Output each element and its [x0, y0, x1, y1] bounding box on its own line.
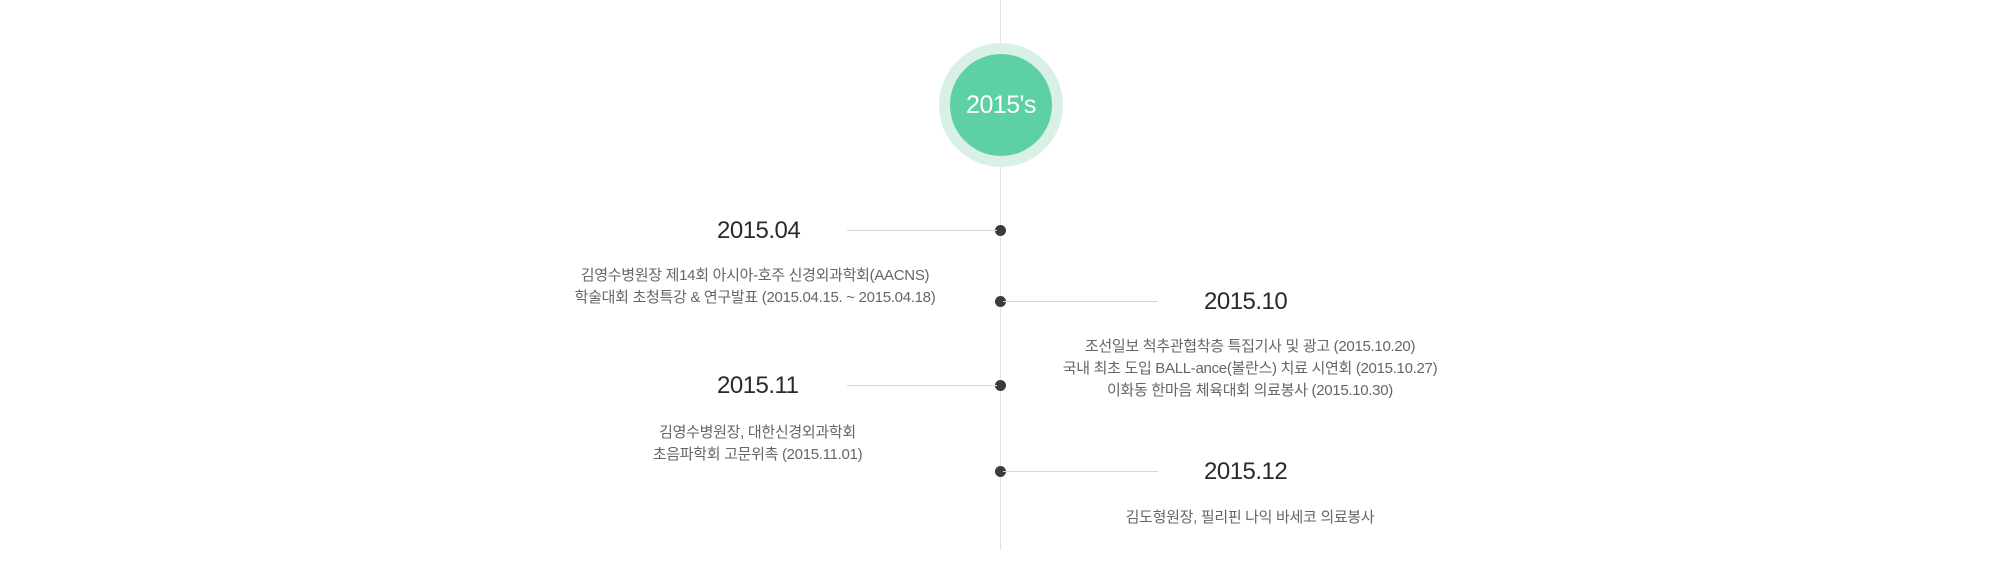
timeline-connector-2015-11 — [847, 385, 997, 386]
timeline-dot-2015-12 — [995, 466, 1006, 477]
event-desc-line: 이화동 한마음 체육대회 의료봉사 (2015.10.30) — [1107, 382, 1393, 399]
timeline-connector-2015-12 — [1003, 471, 1158, 472]
event-desc-line: 김영수병원장, 대한신경외과학회 — [659, 424, 856, 441]
event-desc-2015-12: 김도형원장, 필리핀 나익 바세코 의료봉사 — [1090, 507, 1410, 529]
year-badge-label: 2015's — [966, 90, 1036, 119]
timeline-connector-2015-10 — [1003, 301, 1158, 302]
year-badge: 2015's — [950, 54, 1052, 156]
event-desc-line: 학술대회 초청특강 & 연구발표 (2015.04.15. ~ 2015.04.… — [574, 289, 936, 306]
timeline-axis — [1000, 0, 1001, 550]
event-desc-2015-04: 김영수병원장 제14회 아시아-호주 신경외과학회(AACNS) 학술대회 초청… — [560, 265, 950, 309]
event-desc-line: 김도형원장, 필리핀 나익 바세코 의료봉사 — [1125, 509, 1375, 526]
event-desc-line: 초음파학회 고문위촉 (2015.11.01) — [652, 446, 863, 463]
event-desc-2015-10: 조선일보 척추관협착층 특집기사 및 광고 (2015.10.20) 국내 최초… — [1040, 336, 1460, 402]
event-date-2015-04: 2015.04 — [717, 217, 801, 244]
timeline-connector-2015-04 — [847, 230, 997, 231]
timeline-dot-2015-10 — [995, 296, 1006, 307]
event-desc-line: 조선일보 척추관협착층 특집기사 및 광고 (2015.10.20) — [1084, 338, 1416, 355]
event-desc-line: 김영수병원장 제14회 아시아-호주 신경외과학회(AACNS) — [580, 267, 930, 284]
event-desc-2015-11: 김영수병원장, 대한신경외과학회 초음파학회 고문위촉 (2015.11.01) — [600, 422, 915, 466]
event-date-2015-12: 2015.12 — [1204, 458, 1288, 485]
timeline-dot-2015-11 — [995, 380, 1006, 391]
timeline-dot-2015-04 — [995, 225, 1006, 236]
event-desc-line: 국내 최초 도입 BALL-ance(볼란스) 치료 시연회 (2015.10.… — [1062, 360, 1438, 377]
event-date-2015-11: 2015.11 — [717, 372, 799, 399]
event-date-2015-10: 2015.10 — [1204, 288, 1288, 315]
